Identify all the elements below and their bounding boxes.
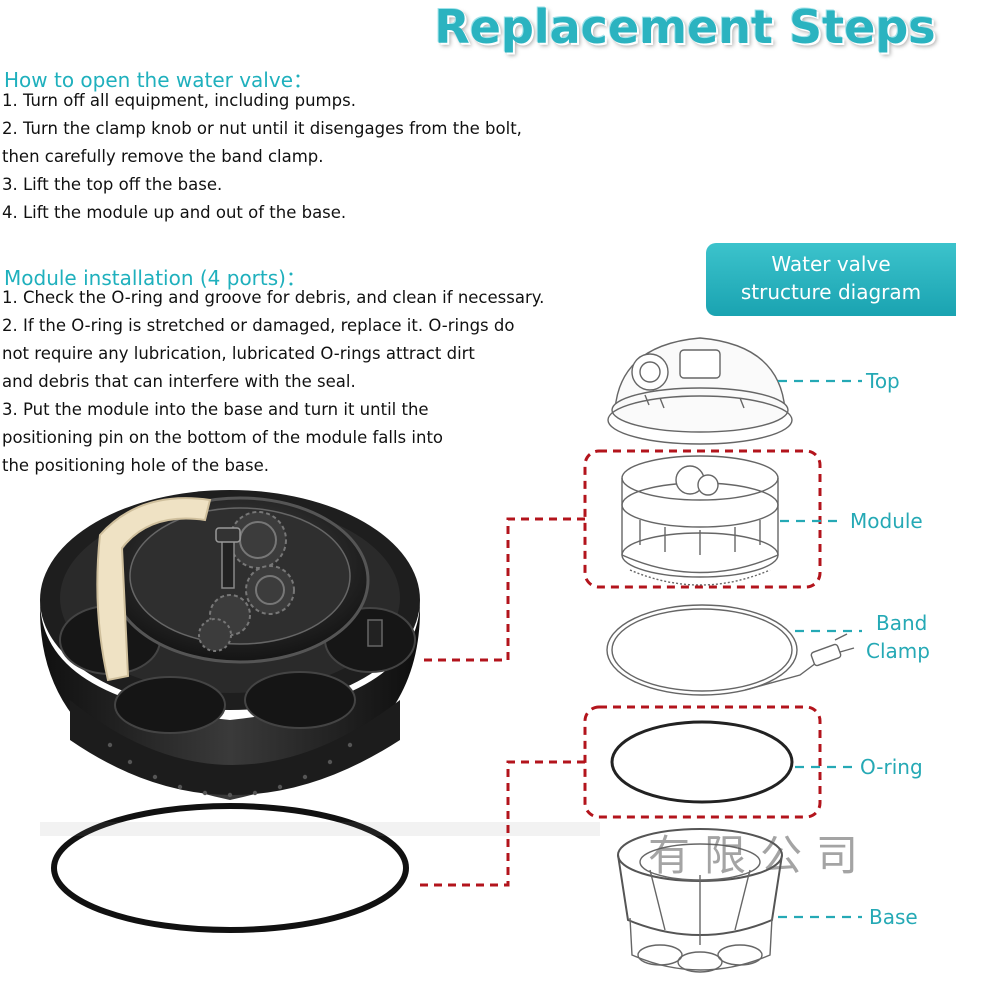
part-label-top: Top [866, 369, 900, 393]
valve-photo [40, 490, 420, 933]
part-label-band: Band [876, 611, 928, 635]
part-label-base: Base [869, 905, 918, 929]
diagram-module [621, 455, 779, 586]
diagram-oring [610, 720, 794, 804]
module-install-heading: Module installation (4 ports)： [4, 266, 306, 290]
open-valve-heading: How to open the water valve： [4, 68, 314, 92]
exploded-diagram [606, 337, 855, 973]
open-step-line: 1. Turn off all equipment, including pum… [2, 91, 356, 110]
page-title: Replacement Steps [434, 0, 936, 54]
highlight-connectors [415, 449, 822, 887]
module-install-steps: 1. Check the O-ring and groove for debri… [2, 284, 544, 480]
install-step-line: positioning pin on the bottom of the mod… [2, 428, 444, 447]
module-connector [420, 517, 585, 662]
part-label-clamp: Clamp [866, 639, 930, 663]
module-highlight-box [583, 449, 822, 589]
badge-line: structure diagram [740, 280, 922, 304]
part-label-module: Module [850, 509, 923, 533]
photo-handle [96, 497, 212, 682]
part-leaders [778, 379, 862, 919]
install-step-line: not require any lubrication, lubricated … [2, 344, 475, 363]
open-step-line: 4. Lift the module up and out of the bas… [2, 203, 347, 222]
open-valve-steps: 1. Turn off all equipment, including pum… [2, 87, 522, 227]
part-label-oring: O-ring [860, 755, 923, 779]
diagram-band-clamp [606, 604, 855, 696]
watermark-text: 有限公司 [648, 831, 873, 880]
install-step-line: and debris that can interfere with the s… [2, 372, 356, 391]
install-step-line: 3. Put the module into the base and turn… [2, 400, 429, 419]
badge-line: Water valve [771, 252, 891, 276]
diagram-top-cover [607, 337, 793, 445]
open-step-line: 2. Turn the clamp knob or nut until it d… [2, 119, 522, 138]
install-step-line: 1. Check the O-ring and groove for debri… [2, 288, 545, 307]
photo-oring [51, 803, 409, 933]
structure-diagram-badge: Water valve structure diagram [706, 243, 956, 316]
install-step-line: the positioning hole of the base. [2, 456, 270, 475]
photo-rim-holes [107, 742, 353, 798]
diagram-base [617, 828, 783, 973]
photo-gears [198, 511, 295, 652]
open-step-line: 3. Lift the top off the base. [2, 175, 223, 194]
open-step-line: then carefully remove the band clamp. [2, 147, 324, 166]
install-step-line: 2. If the O-ring is stretched or damaged… [2, 316, 515, 335]
